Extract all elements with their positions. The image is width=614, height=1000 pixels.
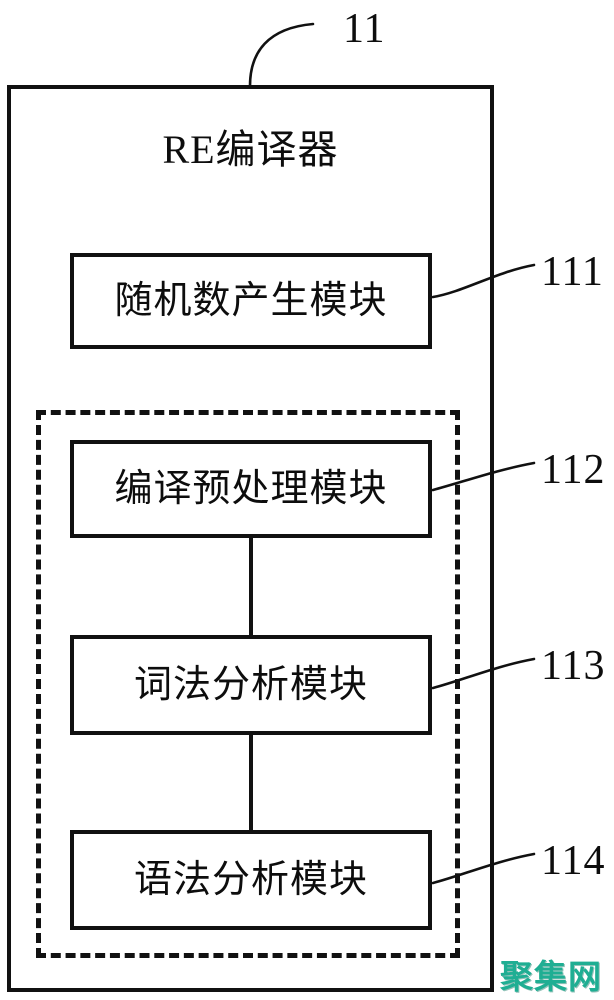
module-114-label: 语法分析模块 [133,859,368,901]
module-111-label: 随机数产生模块 [114,280,388,322]
reference-numeral-111: 111 [541,249,604,295]
module-random-number-generation: 随机数产生模块 [70,253,432,349]
reference-numeral-114: 114 [541,838,606,884]
reference-numeral-113: 113 [541,643,606,689]
reference-numeral-112: 112 [541,447,606,493]
site-watermark: 聚集网 [500,958,602,995]
reference-numeral-11: 11 [343,6,386,52]
connector-113-to-114 [249,733,253,832]
leader-line-11 [248,22,315,88]
module-compilation-preprocessing: 编译预处理模块 [70,440,432,538]
module-syntax-analysis: 语法分析模块 [70,830,432,930]
module-113-label: 词法分析模块 [133,664,368,706]
module-112-label: 编译预处理模块 [114,468,388,510]
module-lexical-analysis: 词法分析模块 [70,635,432,735]
re-compiler-title: RE编译器 [162,127,339,172]
connector-112-to-113 [249,536,253,637]
